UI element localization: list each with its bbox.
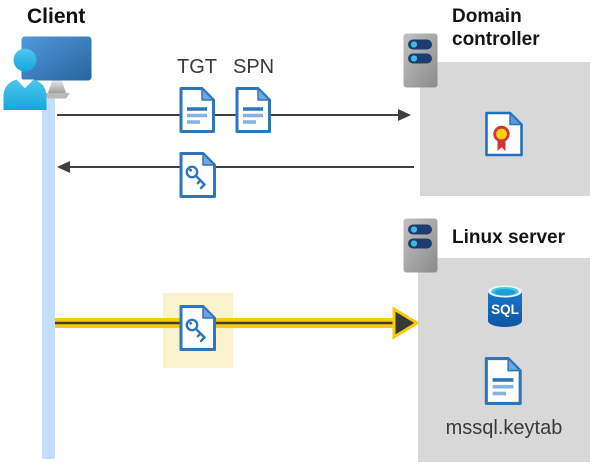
certificate-icon (483, 111, 525, 157)
key-document-icon (177, 151, 218, 199)
key-document-highlight-icon (177, 304, 218, 352)
tgt-document-icon (177, 86, 217, 134)
arrow-client-to-dc-line (57, 114, 398, 116)
user-workstation-icon (2, 36, 94, 114)
sql-text: SQL (491, 302, 519, 317)
arrow-client-to-linux-yellow (55, 305, 421, 341)
arrow-dc-to-client-line (69, 166, 414, 168)
tgt-label: TGT (177, 56, 217, 78)
arrow-client-to-dc-head (398, 109, 411, 121)
keytab-document-icon (482, 356, 524, 406)
linux-server-label: Linux server (452, 227, 565, 248)
spn-label: SPN (233, 56, 275, 78)
client-label: Client (27, 5, 86, 28)
client-lifeline-bar (42, 94, 55, 459)
arrow-dc-to-client-head (57, 161, 70, 173)
domain-controller-server-icon (403, 33, 438, 88)
linux-server-server-icon (403, 218, 438, 273)
sql-database-icon: SQL (486, 283, 524, 330)
domain-controller-label: Domain controller (452, 6, 540, 50)
keytab-label: mssql.keytab (445, 417, 563, 439)
spn-document-icon (233, 86, 273, 134)
